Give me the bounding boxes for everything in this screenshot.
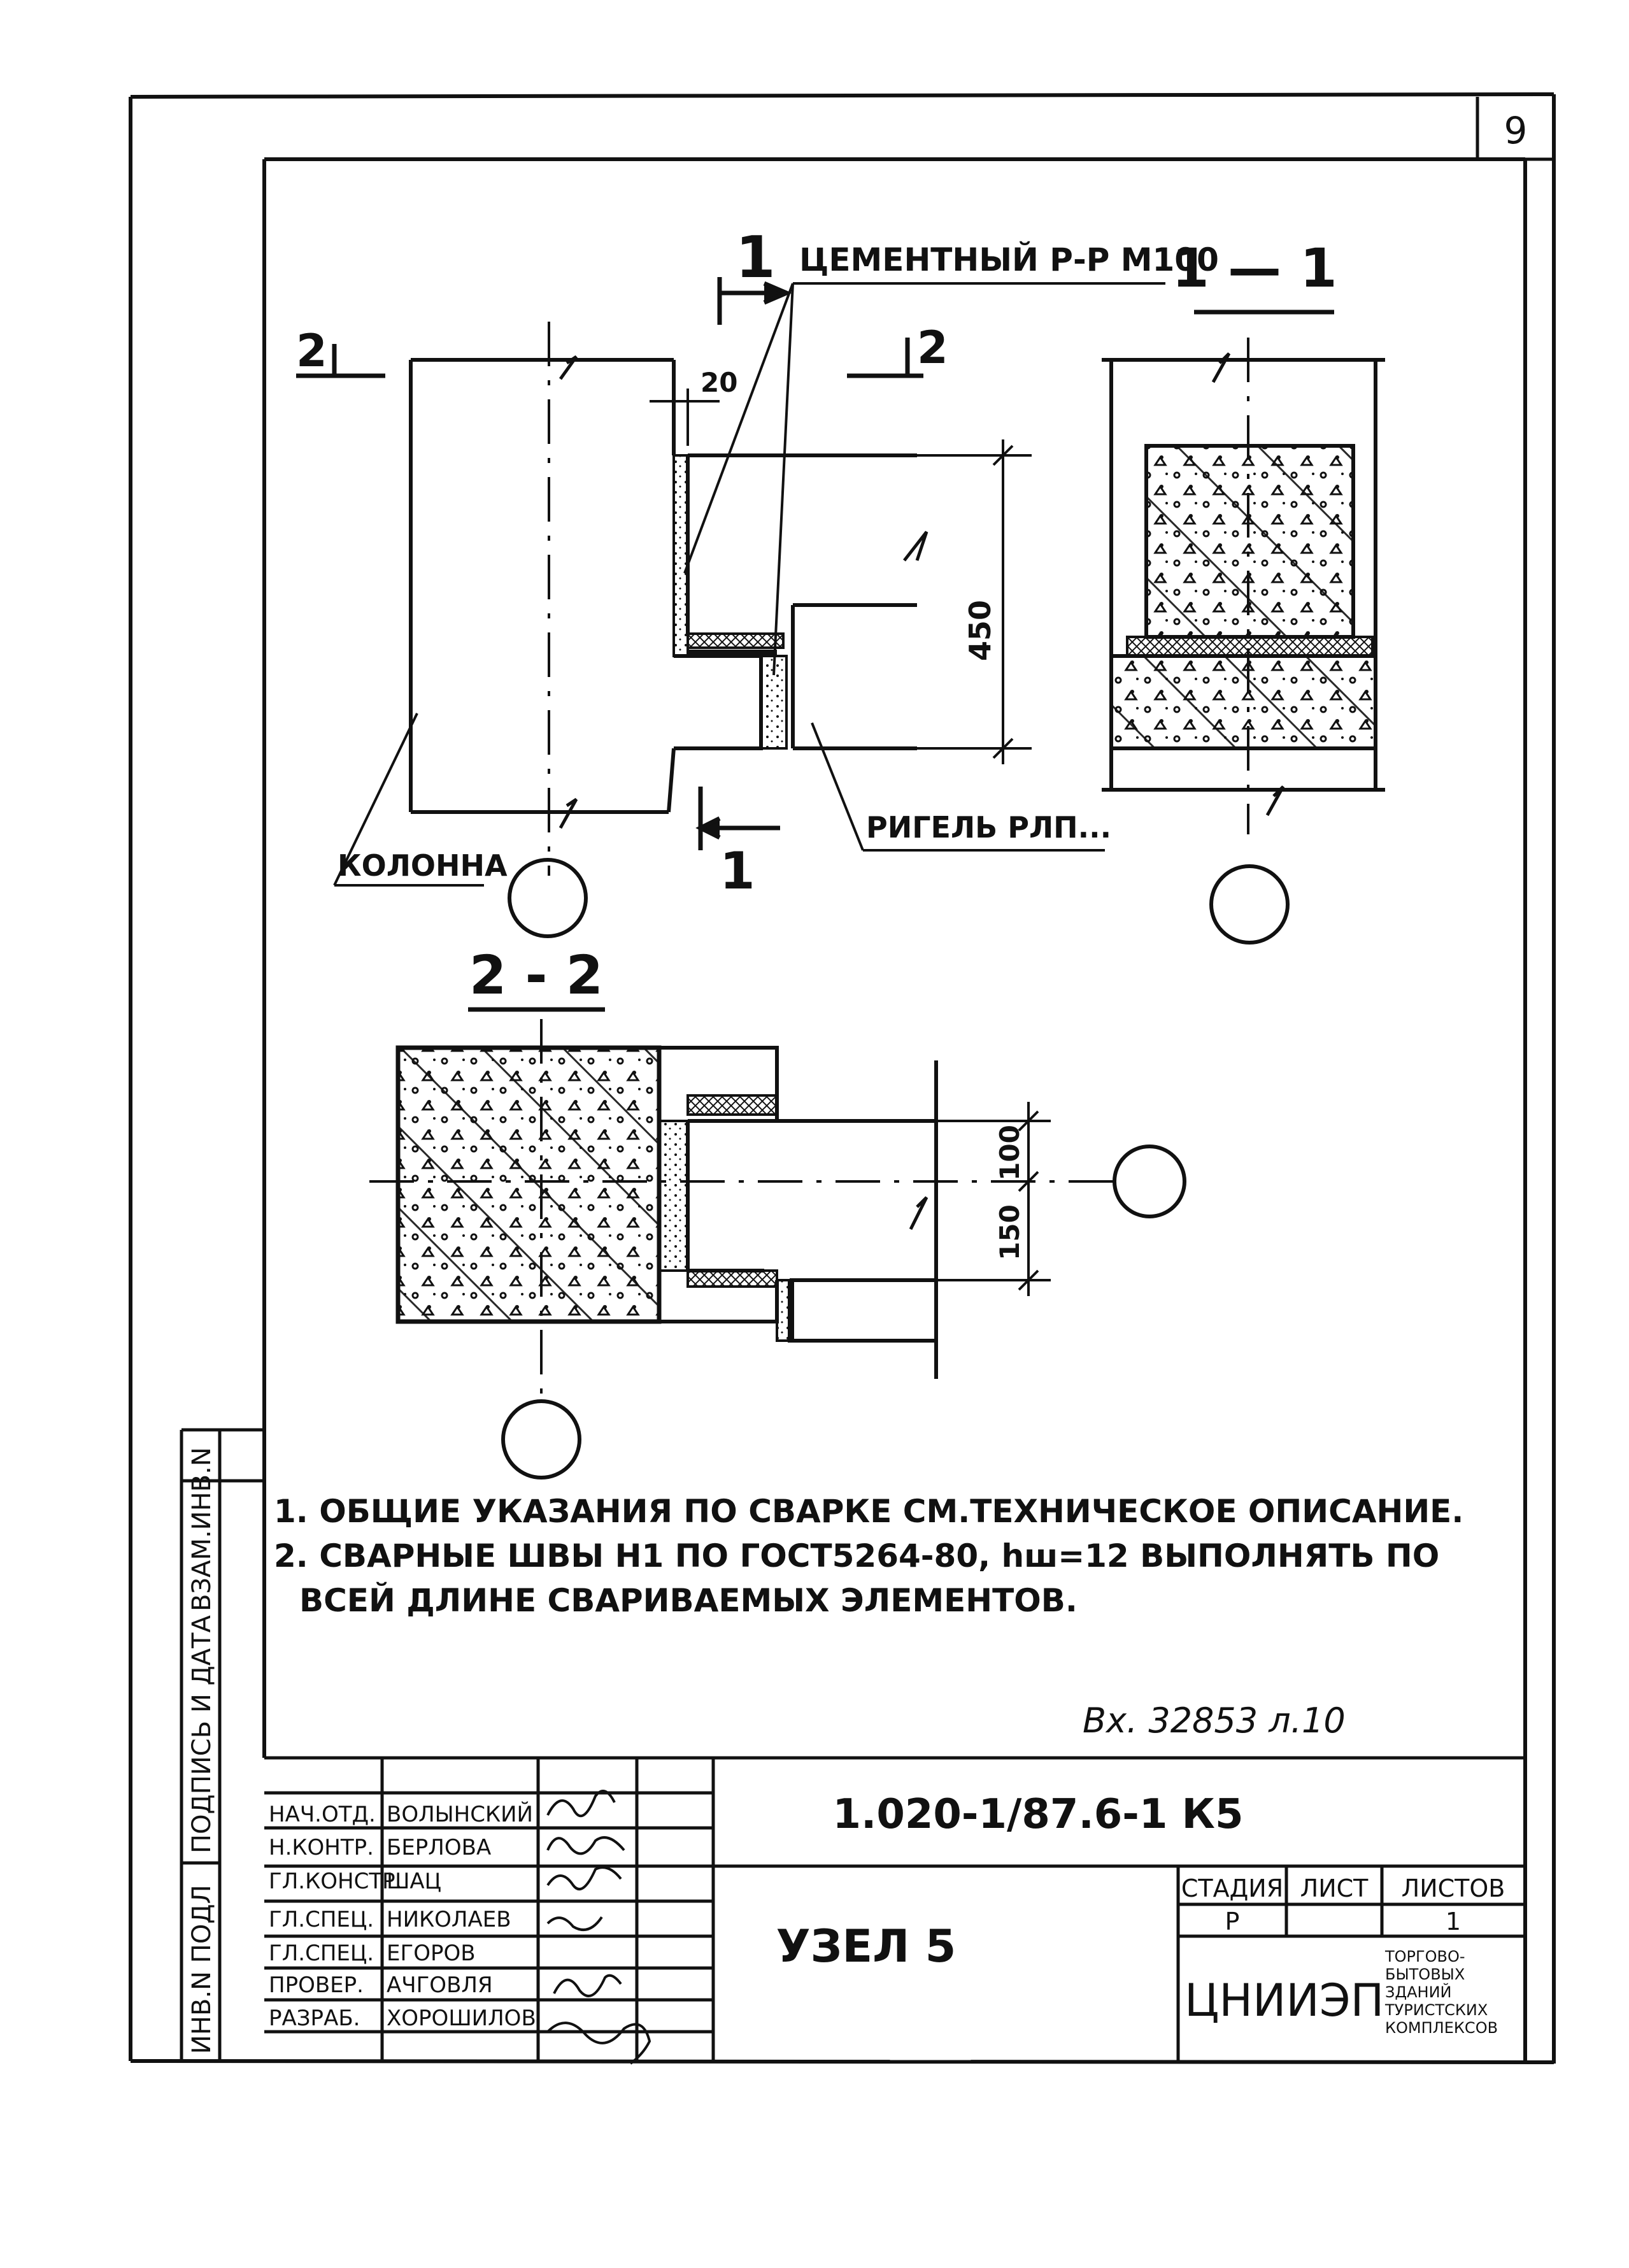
dimension-450 bbox=[917, 439, 1032, 764]
axis-marker-circle bbox=[501, 1399, 581, 1480]
person-name: ХОРОШИЛОВ bbox=[387, 2006, 536, 2031]
section-1-1: 1 — 1 bbox=[1102, 237, 1385, 945]
org-subtitle: ТОРГОВО- БЫТОВЫХ ЗДАНИЙ ТУРИСТСКИХ КОМПЛ… bbox=[1384, 1948, 1498, 2037]
break-mark bbox=[1211, 352, 1231, 383]
doc-code: 1.020-1/87.6-1 К5 bbox=[832, 1791, 1243, 1838]
bearing-plate bbox=[1126, 636, 1374, 657]
person-name: НИКОЛАЕВ bbox=[387, 1907, 511, 1932]
section-2-2: 2 - 2 100 150 bbox=[369, 944, 1186, 1480]
mortar-bed bbox=[672, 454, 689, 657]
callout-column: КОЛОННА bbox=[338, 848, 508, 883]
title-block-roles: НАЧ.ОТД. ВОЛЫНСКИЙ Н.КОНТР. БЕРЛОВА ГЛ.К… bbox=[269, 1801, 536, 2031]
sheet-number: 9 bbox=[1504, 109, 1528, 152]
mortar-corner bbox=[776, 1279, 794, 1342]
title-block bbox=[264, 1756, 1525, 2061]
section-mark-2-right-label: 2 bbox=[917, 322, 948, 374]
signatures bbox=[546, 1790, 651, 2065]
section-mark-2-right bbox=[847, 338, 923, 378]
sheets-value: 1 bbox=[1446, 1908, 1461, 1936]
section-mark-2-left-label: 2 bbox=[296, 325, 327, 377]
break-mark bbox=[1265, 785, 1285, 817]
stage-value: Р bbox=[1225, 1908, 1240, 1936]
org-sub-line: ТОРГОВО- bbox=[1384, 1948, 1465, 1965]
person-name: ВОЛЫНСКИЙ bbox=[387, 1801, 533, 1827]
role-label: ГЛ.СПЕЦ. bbox=[269, 1941, 374, 1966]
org-sub-line: КОМПЛЕКСОВ bbox=[1385, 2019, 1498, 2037]
break-mark bbox=[558, 797, 578, 829]
sheets-header: ЛИСТОВ bbox=[1402, 1874, 1505, 1902]
org-sub-line: БЫТОВЫХ bbox=[1385, 1965, 1465, 1983]
person-name: ШАЦ bbox=[387, 1869, 441, 1894]
sheet-frame bbox=[129, 92, 1556, 2064]
role-label: Н.КОНТР. bbox=[269, 1835, 374, 1860]
note-2: 2. СВАРНЫЕ ШВЫ Н1 ПО ГОСТ5264-80, hш=12 … bbox=[274, 1537, 1439, 1574]
break-mark bbox=[558, 355, 578, 380]
plan-view: 450 20 1 1 2 bbox=[296, 224, 1219, 938]
org-sub-line: ЗДАНИЙ bbox=[1385, 1983, 1452, 2001]
plate-bottom bbox=[686, 1269, 778, 1288]
stage-header: СТАДИЯ bbox=[1181, 1874, 1283, 1902]
section-1-1-title: 1 — 1 bbox=[1172, 237, 1337, 299]
section-mark-1-bottom-label: 1 bbox=[720, 841, 755, 901]
section-mark-1-top bbox=[717, 277, 792, 325]
dimension-20 bbox=[650, 360, 720, 446]
notes: 1. ОБЩИЕ УКАЗАНИЯ ПО СВАРКЕ СМ.ТЕХНИЧЕСК… bbox=[274, 1493, 1463, 1619]
sheet-header: ЛИСТ bbox=[1300, 1874, 1369, 1902]
plate-top bbox=[686, 1094, 778, 1116]
axis-marker-circle bbox=[1113, 1145, 1186, 1218]
section-mark-1-top-label: 1 bbox=[736, 224, 776, 291]
dim-20-label: 20 bbox=[701, 367, 737, 398]
person-name: АЧГОВЛЯ bbox=[387, 1972, 493, 1998]
side-stamp-replace: ВЗАМ.ИНВ.N bbox=[187, 1447, 217, 1611]
dim-100-label: 100 bbox=[994, 1125, 1025, 1181]
dim-150-label: 150 bbox=[994, 1204, 1025, 1260]
side-stamp-sign: ПОДПИСЬ И ДАТА bbox=[187, 1615, 217, 1853]
person-name: БЕРЛОВА bbox=[387, 1835, 491, 1860]
note-3: ВСЕЙ ДЛИНЕ СВАРИВАЕМЫХ ЭЛЕМЕНТОВ. bbox=[299, 1581, 1078, 1619]
dim-450-label: 450 bbox=[963, 600, 997, 661]
axis-marker-circle bbox=[1209, 864, 1290, 945]
callout-beam: РИГЕЛЬ РЛП... bbox=[866, 810, 1111, 845]
callout-cement-mortar: ЦЕМЕНТНЫЙ Р-Р М100 bbox=[799, 241, 1219, 278]
side-stamp bbox=[180, 1428, 264, 2061]
beam-outline bbox=[686, 453, 917, 750]
dimension-100-150 bbox=[936, 1102, 1051, 1296]
side-stamp-inv: ИНВ.N ПОДЛ bbox=[187, 1885, 217, 2054]
section-mark-1-bottom bbox=[695, 787, 780, 850]
role-label: ГЛ.КОНСТР. bbox=[269, 1869, 402, 1894]
role-label: ПРОВЕР. bbox=[269, 1972, 364, 1998]
section-mark-2-left bbox=[296, 344, 385, 378]
steel-angle bbox=[686, 632, 785, 649]
role-label: РАЗРАБ. bbox=[269, 2006, 360, 2031]
role-label: ГЛ.СПЕЦ. bbox=[269, 1907, 374, 1932]
section-2-2-title: 2 - 2 bbox=[469, 944, 603, 1006]
break-mark bbox=[903, 531, 928, 562]
break-mark bbox=[909, 1196, 928, 1230]
org-name: ЦНИИЭП bbox=[1184, 1974, 1384, 2027]
registration-stamp: Вх. 32853 л.10 bbox=[1083, 1701, 1346, 1741]
note-1: 1. ОБЩИЕ УКАЗАНИЯ ПО СВАРКЕ СМ.ТЕХНИЧЕСК… bbox=[274, 1493, 1463, 1530]
person-name: ЕГОРОВ bbox=[387, 1941, 476, 1966]
mortar-side bbox=[658, 1120, 689, 1272]
drawing-title: УЗЕЛ 5 bbox=[776, 1920, 957, 1972]
role-label: НАЧ.ОТД. bbox=[269, 1802, 376, 1827]
console-outline bbox=[674, 654, 763, 750]
axis-marker-circle bbox=[508, 858, 588, 938]
column-outline bbox=[409, 358, 676, 814]
org-sub-line: ТУРИСТСКИХ bbox=[1384, 2001, 1488, 2019]
